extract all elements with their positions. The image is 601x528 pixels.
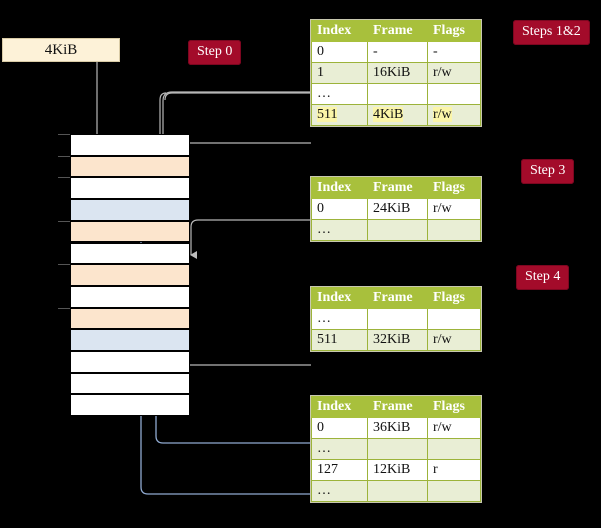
- column-header-index: Index: [311, 287, 368, 309]
- table-cell-index: …: [311, 308, 368, 330]
- memory-cell-1: [70, 155, 190, 178]
- table-cell-frame: 32KiB: [367, 329, 428, 351]
- source-frame-box: 4KiB: [2, 38, 120, 62]
- column-header-flags: Flags: [427, 177, 481, 199]
- table-cell-index: 1: [311, 62, 368, 84]
- table-cell-index: 0: [311, 41, 368, 63]
- table-cell-index: 511: [311, 329, 368, 351]
- table-row: …: [311, 219, 481, 241]
- table-cell-frame: [367, 480, 428, 502]
- table-cell-flags: [427, 438, 481, 460]
- memory-cell-7: [70, 285, 190, 308]
- table-cell-flags: r: [427, 459, 481, 481]
- table-cell-index: …: [311, 480, 368, 502]
- memory-cell-8: [70, 307, 190, 330]
- table-row: 0--: [311, 41, 481, 63]
- memory-cell-2: [70, 177, 190, 200]
- memory-tick-8: [58, 307, 70, 309]
- memory-tick-0: [58, 134, 70, 135]
- table-cell-frame: [367, 308, 428, 330]
- column-header-frame: Frame: [367, 396, 428, 418]
- table-row: …: [311, 480, 481, 502]
- step-label-step-0: Step 0: [188, 40, 242, 65]
- table-cell-frame: -: [367, 41, 428, 63]
- highlighted-value: 4KiB: [373, 107, 404, 122]
- table-cell-index: 511: [311, 104, 368, 126]
- table-cell-index: …: [311, 83, 368, 105]
- table-cell-frame: 12KiB: [367, 459, 428, 481]
- table-cell-index: …: [311, 438, 368, 460]
- table-cell-index: 127: [311, 459, 368, 481]
- table-cell-frame: 36KiB: [367, 417, 428, 439]
- column-header-index: Index: [311, 20, 368, 42]
- column-header-flags: Flags: [427, 20, 481, 42]
- table-cell-index: 0: [311, 417, 368, 439]
- column-header-frame: Frame: [367, 20, 428, 42]
- table-cell-flags: r/w: [427, 329, 481, 351]
- memory-cell-11: [70, 372, 190, 395]
- column-header-index: Index: [311, 396, 368, 418]
- highlighted-value: r/w: [433, 107, 452, 122]
- table-cell-frame: [367, 438, 428, 460]
- memory-cell-5: [70, 242, 190, 265]
- memory-tick-2: [58, 177, 70, 179]
- table-cell-flags: r/w: [427, 104, 481, 126]
- table-cell-frame: 24KiB: [367, 198, 428, 220]
- table-cell-frame: [367, 83, 428, 105]
- column-header-flags: Flags: [427, 396, 481, 418]
- table-row: …: [311, 83, 481, 105]
- table-cell-flags: r/w: [427, 417, 481, 439]
- table-cell-flags: [427, 308, 481, 330]
- highlighted-value: 511: [317, 107, 338, 122]
- table-cell-index: 0: [311, 198, 368, 220]
- column-header-index: Index: [311, 177, 368, 199]
- table-cell-flags: [427, 219, 481, 241]
- memory-tick-1: [58, 155, 70, 157]
- step-label-step-3: Step 3: [521, 159, 575, 184]
- table-row: …: [311, 438, 481, 460]
- step-label-step-4: Step 4: [516, 265, 570, 290]
- memory-cell-3: [70, 199, 190, 221]
- memory-tick-4: [58, 220, 70, 222]
- table-cell-frame: 4KiB: [367, 104, 428, 126]
- memory-tick-6: [58, 264, 70, 266]
- step-label-steps-1-2: Steps 1&2: [513, 20, 590, 45]
- table-cell-flags: [427, 83, 481, 105]
- table-cell-flags: -: [427, 41, 481, 63]
- column-header-frame: Frame: [367, 287, 428, 309]
- table-cell-index: …: [311, 219, 368, 241]
- table-cell-flags: r/w: [427, 198, 481, 220]
- table-cell-frame: 16KiB: [367, 62, 428, 84]
- column-header-flags: Flags: [427, 287, 481, 309]
- table-row: 511 4KiB r/w: [311, 104, 481, 126]
- memory-cell-9: [70, 329, 190, 351]
- table-cell-flags: r/w: [427, 62, 481, 84]
- table-cell-frame: [367, 219, 428, 241]
- memory-column: [58, 134, 190, 417]
- source-frame-label: 4KiB: [44, 41, 78, 58]
- memory-cell-6: [70, 264, 190, 286]
- memory-cell-4: [70, 220, 190, 243]
- memory-cell-12: [70, 394, 190, 417]
- table-row: …: [311, 308, 481, 330]
- memory-cell-0: [70, 134, 190, 156]
- memory-cell-10: [70, 351, 190, 373]
- table-cell-flags: [427, 480, 481, 502]
- column-header-frame: Frame: [367, 177, 428, 199]
